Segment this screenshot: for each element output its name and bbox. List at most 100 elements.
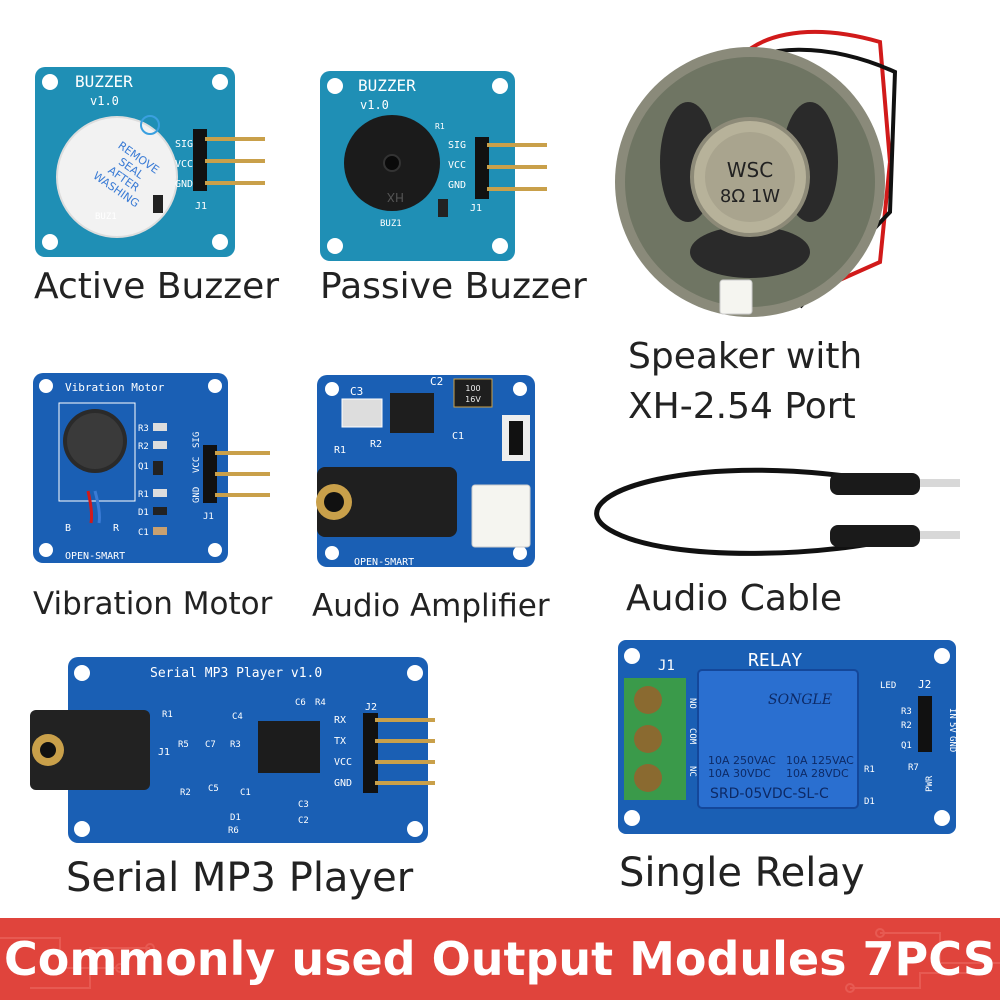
- speaker-label: WSC: [727, 158, 773, 182]
- ref-label: C2: [430, 375, 443, 388]
- ref-label: J2: [365, 702, 377, 713]
- caption-serial-mp3-player: Serial MP3 Player: [66, 855, 414, 901]
- terminal-label: COM: [687, 728, 697, 745]
- ref-label: Q1: [901, 741, 912, 751]
- ref-label: R1: [334, 445, 346, 456]
- pin-label: RX: [334, 715, 346, 726]
- serial-mp3-player-module: Serial MP3 Player v1.0 R1 C4 C6 R4 J2 J1…: [30, 655, 440, 849]
- single-relay-module: RELAY J1 NO COM NC SONGLE 10A 250VAC 10A…: [618, 640, 958, 844]
- pin-label: SIG: [192, 432, 202, 448]
- ref-label: D1: [230, 813, 241, 823]
- pin-label: GND: [448, 180, 466, 191]
- ref-label: R7: [908, 763, 919, 773]
- caption-audio-amplifier: Audio Amplifier: [312, 588, 550, 624]
- ref-label: R2: [180, 788, 191, 798]
- relay-model: SRD-05VDC-SL-C: [710, 786, 829, 802]
- audio-cable: [580, 455, 980, 579]
- caption-active-buzzer: Active Buzzer: [34, 266, 280, 307]
- caption-speaker: Speaker with XH-2.54 Port: [628, 336, 863, 427]
- ref-label: R2: [138, 442, 149, 452]
- module-title: BUZZER: [75, 72, 133, 91]
- pcb-footer: OPEN-SMART: [65, 551, 125, 562]
- active-buzzer-module: BUZZER v1.0 REMOVE SEAL AFTER WASHING SI…: [35, 67, 295, 266]
- ref-label: R1: [864, 765, 875, 775]
- terminal-label: NC: [687, 766, 697, 777]
- ref-label: B: [65, 523, 71, 534]
- ref-label: BUZ1: [380, 219, 402, 229]
- ref-label: J1: [470, 203, 482, 214]
- module-version: v1.0: [90, 94, 119, 108]
- ref-label: PWR: [925, 775, 935, 792]
- terminal-label: NO: [687, 698, 697, 709]
- ref-label: C2: [298, 816, 309, 826]
- vibration-motor-module: Vibration Motor R3 R2 Q1 R1 D1 C1 GND VC…: [33, 373, 278, 572]
- caption-passive-buzzer: Passive Buzzer: [320, 266, 587, 307]
- pin-label: VCC: [334, 757, 352, 768]
- ref-label: R5: [178, 740, 189, 750]
- module-title: BUZZER: [358, 76, 416, 95]
- ref-label: R: [113, 523, 120, 534]
- relay-brand: SONGLE: [768, 692, 832, 708]
- ref-label: J1: [195, 201, 207, 212]
- ref-label: C1: [240, 788, 251, 798]
- pin-label: SIG: [448, 140, 466, 151]
- pin-label: TX: [334, 736, 346, 747]
- pcb-footer: OPEN-SMART: [354, 557, 414, 568]
- relay-spec: 10A 28VDC: [786, 767, 849, 780]
- ref-label: R6: [228, 826, 239, 836]
- ref-label: R2: [901, 721, 912, 731]
- ref-label: J1: [203, 512, 214, 522]
- ref-label: C1: [452, 431, 464, 442]
- ref-label: D1: [864, 797, 875, 807]
- ref-label: J2: [918, 678, 931, 691]
- passive-buzzer-module: BUZZER v1.0 HX R1 SIG VCC GND BUZ1 J1: [320, 71, 560, 270]
- ref-label: BUZ1: [95, 212, 117, 222]
- ref-label: D1: [138, 508, 149, 518]
- ref-label: LED: [880, 681, 896, 691]
- speaker-label: 8Ω 1W: [720, 186, 780, 207]
- ref-label: R1: [138, 490, 149, 500]
- ref-label: C3: [298, 800, 309, 810]
- pin-label: VCC: [448, 160, 466, 171]
- relay-spec: 10A 125VAC: [786, 754, 854, 767]
- caption-audio-cable: Audio Cable: [626, 578, 842, 619]
- svg-text:HX: HX: [387, 190, 404, 204]
- ref-label: C6: [295, 698, 306, 708]
- cap-label: 16V: [465, 395, 481, 404]
- pin-label: VCC: [192, 457, 202, 473]
- ref-label: R3: [138, 424, 149, 434]
- pin-label: SIG: [175, 139, 193, 150]
- ref-label: R1: [435, 122, 445, 131]
- ref-label: J1: [158, 747, 170, 758]
- relay-spec: 10A 250VAC: [708, 754, 776, 767]
- cap-label: 100: [465, 384, 480, 393]
- pin-label: GND: [175, 179, 193, 190]
- module-title: RELAY: [748, 650, 802, 671]
- pin-label: 5V: [947, 722, 957, 733]
- ref-label: C4: [232, 712, 243, 722]
- ref-label: R3: [230, 740, 241, 750]
- pin-label: GND: [947, 736, 957, 752]
- pin-label: GND: [334, 778, 352, 789]
- caption-vibration-motor: Vibration Motor: [33, 586, 273, 622]
- pin-label: VCC: [175, 159, 193, 170]
- banner-text: Commonly used Output Modules 7PCS: [3, 932, 996, 986]
- ref-label: R4: [315, 698, 326, 708]
- pin-label: GND: [192, 487, 202, 503]
- ref-label: Q1: [138, 462, 149, 472]
- module-title: Serial MP3 Player v1.0: [150, 666, 322, 681]
- ref-label: C7: [205, 740, 216, 750]
- speaker-module: WSC 8Ω 1W: [610, 12, 900, 336]
- module-version: v1.0: [360, 98, 389, 112]
- module-title: Vibration Motor: [65, 381, 165, 394]
- ref-label: R2: [370, 439, 382, 450]
- ref-label: C3: [350, 385, 363, 398]
- banner: Commonly used Output Modules 7PCS: [0, 918, 1000, 1000]
- ref-label: C1: [138, 528, 149, 538]
- pin-label: IN: [947, 708, 957, 719]
- ref-label: C5: [208, 784, 219, 794]
- caption-single-relay: Single Relay: [619, 850, 865, 896]
- ref-label: J1: [658, 658, 675, 674]
- banner-circuit-pattern: [0, 928, 1000, 993]
- ref-label: R1: [162, 710, 173, 720]
